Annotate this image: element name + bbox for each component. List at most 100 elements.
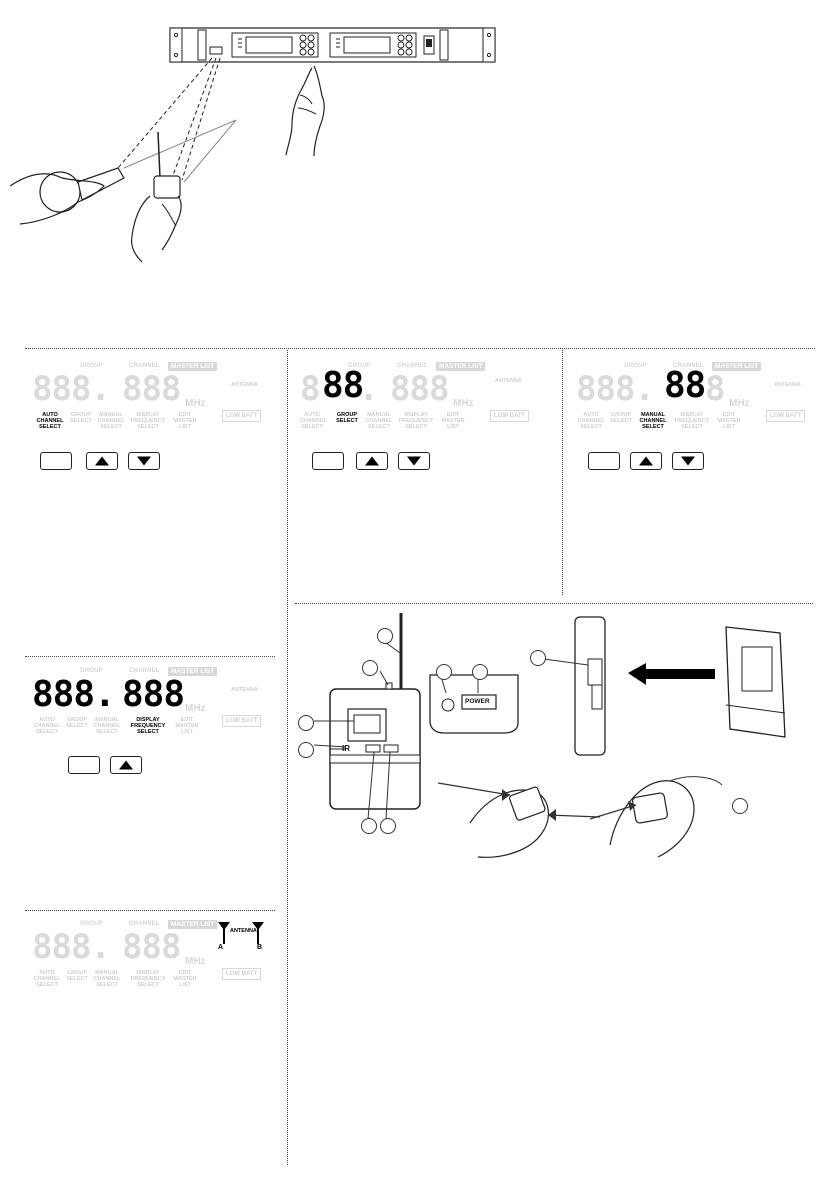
lcd-group-digits: 888. [32,927,111,967]
lcd-low-batt-label: LOW BATT [222,410,262,422]
lcd-manual-channel-select: MANUAL CHANNEL SELECT [93,717,121,735]
lcd-panel-group-select: GROUP CHANNEL MASTER LIST 888. 88 888 MH… [300,360,540,440]
lcd-antenna-label: ANTENNA [495,378,522,384]
set-button[interactable] [40,452,72,470]
callout-marker [380,818,396,834]
arrow-down-icon [137,456,151,466]
arrow-down-icon [681,456,695,466]
column-divider [562,350,563,595]
lcd-antenna-label-active: ANTENNA [230,928,257,934]
column-divider [287,350,288,1165]
ir-label: IR [342,744,350,753]
set-button[interactable] [68,756,100,774]
lcd-group-select: GROUP SELECT [66,717,88,729]
callout-marker [298,742,314,758]
lcd-mhz-label: MHz [185,398,206,409]
lcd-low-batt-label: LOW BATT [222,968,262,980]
lcd-group-label: GROUP [348,363,372,369]
arrow-up-icon [639,456,653,466]
lcd-group-digits-active: 88 [322,365,364,406]
lcd-antenna-b-label: B [257,944,263,951]
lcd-manual-channel-select: MANUAL CHANNEL SELECT [365,412,393,430]
lcd-auto-channel-select: AUTO CHANNEL SELECT [36,412,64,430]
lcd-group-select: GROUP SELECT [70,412,92,424]
lcd-channel-digits: 888 [122,369,181,409]
lcd-channel-label: CHANNEL [129,921,160,927]
antenna-icon [218,922,264,944]
lcd-antenna-label: ANTENNA [774,382,801,388]
arrow-up-icon [119,760,133,770]
callout-marker [530,650,546,666]
up-button[interactable] [630,452,662,470]
set-button[interactable] [588,452,620,470]
lcd-mhz-label: MHz [729,398,750,409]
lcd-group-select: GROUP SELECT [66,970,88,982]
arrow-up-icon [95,456,109,466]
up-button[interactable] [86,452,118,470]
down-button[interactable] [128,452,160,470]
callout-marker [472,664,488,680]
callout-marker [377,628,393,644]
lcd-group-digits-active: 888. [32,674,116,715]
lcd-panel-display-frequency: GROUP CHANNEL MASTER LIST 888. 888 MHz A… [32,665,272,745]
lcd-auto-channel-select: AUTO CHANNEL SELECT [577,412,605,430]
lcd-channel-label: CHANNEL [397,363,428,369]
down-button[interactable] [398,452,430,470]
lcd-channel-label: CHANNEL [129,363,160,369]
lcd-master-list-label: MASTER LIST [168,362,218,371]
lcd-edit-master-list: EDIT MASTER LIST [441,412,465,430]
callout-marker [361,818,377,834]
lcd-group-select: GROUP SELECT [610,412,632,424]
section-divider [295,603,813,604]
arrow-down-icon [407,456,421,466]
section-divider [25,910,275,911]
up-button[interactable] [110,756,142,774]
lcd-panel-manual-channel: GROUP CHANNEL MASTER LIST 888. 888 88 MH… [576,360,816,440]
lcd-channel-digits: 888 [122,927,181,967]
lcd-channel-digits-active: 888 [122,674,185,715]
section-divider [25,656,275,657]
lcd-master-list-label: MASTER LIST [168,667,218,676]
lcd-mhz-label: MHz [185,703,206,714]
lcd-display-frequency-select: DISPLAY FREQUENCY SELECT [130,970,166,988]
lcd-display-frequency-select: DISPLAY FREQUENCY SELECT [124,717,172,735]
up-button[interactable] [356,452,388,470]
lcd-group-label: GROUP [80,668,104,674]
lcd-antenna-label: ANTENNA [231,382,258,388]
lcd-panel-antenna: GROUP CHANNEL MASTER LIST 888. 888 MHz A… [32,918,272,998]
lcd-master-list-label: MASTER LIST [712,362,762,371]
callout-marker [362,660,378,676]
lcd-auto-channel-select: AUTO CHANNEL SELECT [33,970,61,988]
lcd-channel-digits: 888 [390,369,449,409]
lcd-group-label: GROUP [624,363,648,369]
lcd-mhz-label: MHz [185,956,206,967]
down-button[interactable] [672,452,704,470]
callout-marker [436,664,452,680]
lcd-master-list-label: MASTER LIST [436,362,486,371]
set-button[interactable] [312,452,344,470]
lcd-display-frequency-select: DISPLAY FREQUENCY SELECT [130,412,166,430]
lcd-auto-channel-select: AUTO CHANNEL SELECT [300,412,327,430]
lcd-group-digits: 888. [32,369,111,409]
lcd-panel-auto-channel: GROUP CHANNEL MASTER LIST 888. 888 MHz A… [32,360,272,440]
lcd-master-list-label: MASTER LIST [168,920,218,929]
callout-marker [732,798,748,814]
arrow-up-icon [365,456,379,466]
callout-marker [298,715,314,731]
lcd-channel-digits-active: 88 [664,365,706,406]
lcd-display-frequency-select: DISPLAY FREQUENCY SELECT [398,412,434,430]
lcd-low-batt-label: LOW BATT [490,410,530,422]
lcd-low-batt-label: LOW BATT [222,715,262,727]
rack-receiver-illustration [9,27,496,263]
lcd-manual-channel-select: MANUAL CHANNEL SELECT [97,412,125,430]
power-button-label: POWER [465,698,490,705]
lcd-manual-channel-select: MANUAL CHANNEL SELECT [93,970,121,988]
lcd-channel-label: CHANNEL [673,363,704,369]
lcd-edit-master-list: EDIT MASTER LIST [175,717,199,735]
lcd-edit-master-list: EDIT MASTER LIST [173,970,197,988]
lcd-low-batt-label: LOW BATT [766,410,806,422]
lcd-group-digits: 888. [576,369,655,409]
lcd-edit-master-list: EDIT MASTER LIST [173,412,197,430]
bodypack-transmitter-illustration [313,613,786,858]
lcd-edit-master-list: EDIT MASTER LIST [717,412,741,430]
